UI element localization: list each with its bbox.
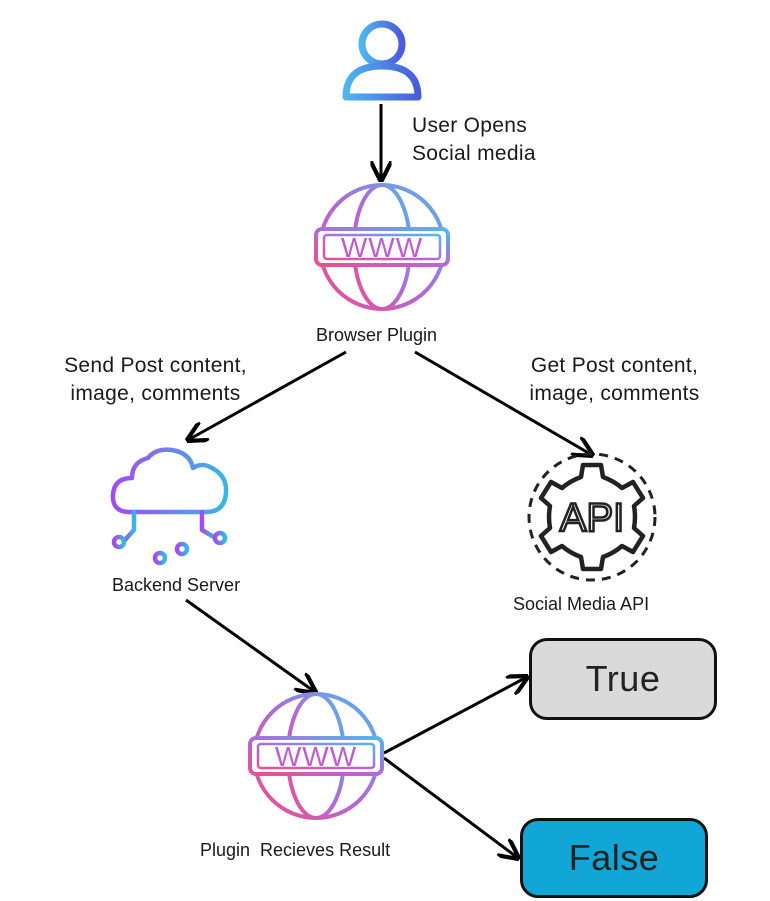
backend-server-label: Backend Server: [112, 575, 241, 595]
arrow-plugin-to-backend: [188, 350, 347, 440]
result-true-label: True: [585, 658, 661, 699]
arrow-result-to-false: [383, 756, 518, 858]
result-true-box: True: [529, 638, 717, 720]
api-gear-icon: API: [527, 452, 657, 582]
globe-text: WWW: [341, 232, 423, 263]
result-false-box: False: [520, 818, 708, 898]
arrow-result-to-true: [383, 677, 527, 755]
result-false-label: False: [568, 837, 660, 878]
get-post-label: Get Post content, image, comments: [529, 354, 700, 406]
user-icon: [342, 20, 422, 101]
send-post-label: Send Post content, image, comments: [64, 354, 247, 406]
browser-plugin-label: Browser Plugin: [316, 325, 438, 345]
arrow-plugin-to-api: [414, 350, 592, 455]
globe-text: WWW: [275, 741, 357, 772]
plugin-result-label: Plugin Recieves Result: [200, 840, 391, 860]
www-globe-icon: WWW: [248, 692, 384, 820]
user-label: User Opens Social media: [412, 114, 536, 166]
gear-text: API: [560, 496, 624, 540]
social-media-api-label: Social Media API: [513, 594, 650, 614]
cloud-network-icon: [110, 447, 229, 566]
arrow-backend-to-result: [185, 598, 315, 692]
www-globe-icon: WWW: [314, 183, 450, 311]
